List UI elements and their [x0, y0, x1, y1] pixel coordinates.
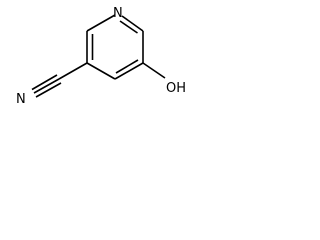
bond-c6-n1-inner: [119, 20, 138, 34]
nitrile-group: [31, 62, 88, 98]
bond-c5-oh: [142, 62, 166, 79]
bond-c4-c5: [114, 62, 144, 80]
bond-c3-c4: [86, 62, 116, 80]
bond-c4-c5-inner: [115, 59, 139, 74]
bond-n1-c2: [86, 14, 116, 32]
structure-canvas: N N OH: [0, 0, 199, 118]
triple-bond-lower: [35, 82, 62, 98]
triple-bond-center: [33, 78, 60, 94]
molecule-diagram: N N OH: [16, 6, 186, 107]
triple-bond-upper: [31, 74, 58, 91]
ring-nitrogen-label: N: [113, 6, 123, 21]
pyridine-ring: [86, 14, 144, 80]
hydroxyl-label: OH: [166, 81, 186, 96]
bond-c6-n1: [121, 15, 144, 32]
nitrile-nitrogen-label: N: [16, 92, 26, 107]
bond-c3-cn: [58, 62, 88, 80]
